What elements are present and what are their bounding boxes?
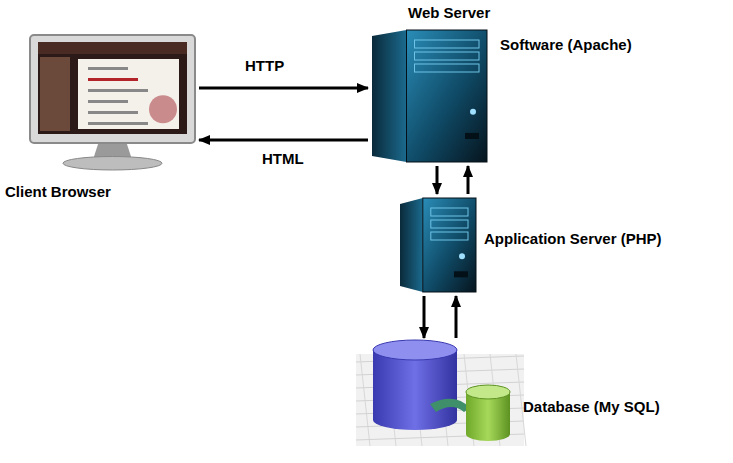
drive-bay xyxy=(415,40,480,48)
protocol-label: HTTP xyxy=(245,57,284,75)
monitor-screen xyxy=(38,42,187,134)
application-server: Application Server (PHP) xyxy=(400,198,476,292)
tower-side xyxy=(372,30,407,162)
arrow-connector xyxy=(436,166,439,194)
screen-text-line xyxy=(88,100,128,103)
power-button xyxy=(470,109,476,115)
node-label: Application Server (PHP) xyxy=(484,230,662,248)
vent xyxy=(454,271,468,277)
power-button xyxy=(459,253,465,259)
transfer-arrow xyxy=(430,399,470,412)
green-cylinder-top xyxy=(466,385,510,399)
drive-bay xyxy=(431,208,468,216)
node-label: Software (Apache) xyxy=(500,36,632,54)
screen-text-line xyxy=(88,89,148,92)
application-server-icon xyxy=(400,198,476,292)
tower-side xyxy=(400,198,423,292)
screen-header xyxy=(38,42,187,54)
blue-cylinder-top xyxy=(373,340,457,360)
arrow-connector xyxy=(199,87,368,90)
drive-bay xyxy=(415,52,480,60)
database: Database (My SQL) xyxy=(360,342,520,446)
node-label: Web Server xyxy=(408,4,490,22)
map-line xyxy=(360,354,370,446)
screen-photo xyxy=(40,57,70,131)
drive-bay xyxy=(431,220,468,228)
node-label: Database (My SQL) xyxy=(523,398,660,416)
screen-portrait xyxy=(149,95,177,123)
arrow-connector xyxy=(455,296,458,338)
screen-text-line xyxy=(88,122,148,125)
screen-text-line xyxy=(88,111,138,114)
arrow-connector xyxy=(199,139,368,142)
web-server-icon xyxy=(372,30,487,162)
vent xyxy=(465,133,479,139)
arrow-connector xyxy=(467,166,470,194)
protocol-label: HTML xyxy=(262,150,304,168)
monitor-base xyxy=(63,157,162,171)
client-browser: Client Browser xyxy=(30,35,195,170)
monitor-bezel xyxy=(30,35,195,143)
screen-text-line xyxy=(88,78,138,81)
blue-cylinder xyxy=(373,350,457,430)
database-icon xyxy=(360,342,520,446)
drive-bay xyxy=(431,232,468,240)
web-server: Web ServerSoftware (Apache) xyxy=(372,30,487,162)
arrow-connector xyxy=(423,296,426,338)
screen-page xyxy=(78,59,179,129)
tower-front xyxy=(407,30,488,162)
client-browser-icon xyxy=(30,35,195,170)
tower-front xyxy=(423,198,476,292)
drive-bay xyxy=(415,64,480,72)
node-label: Client Browser xyxy=(5,183,111,201)
screen-text-line xyxy=(88,67,128,70)
